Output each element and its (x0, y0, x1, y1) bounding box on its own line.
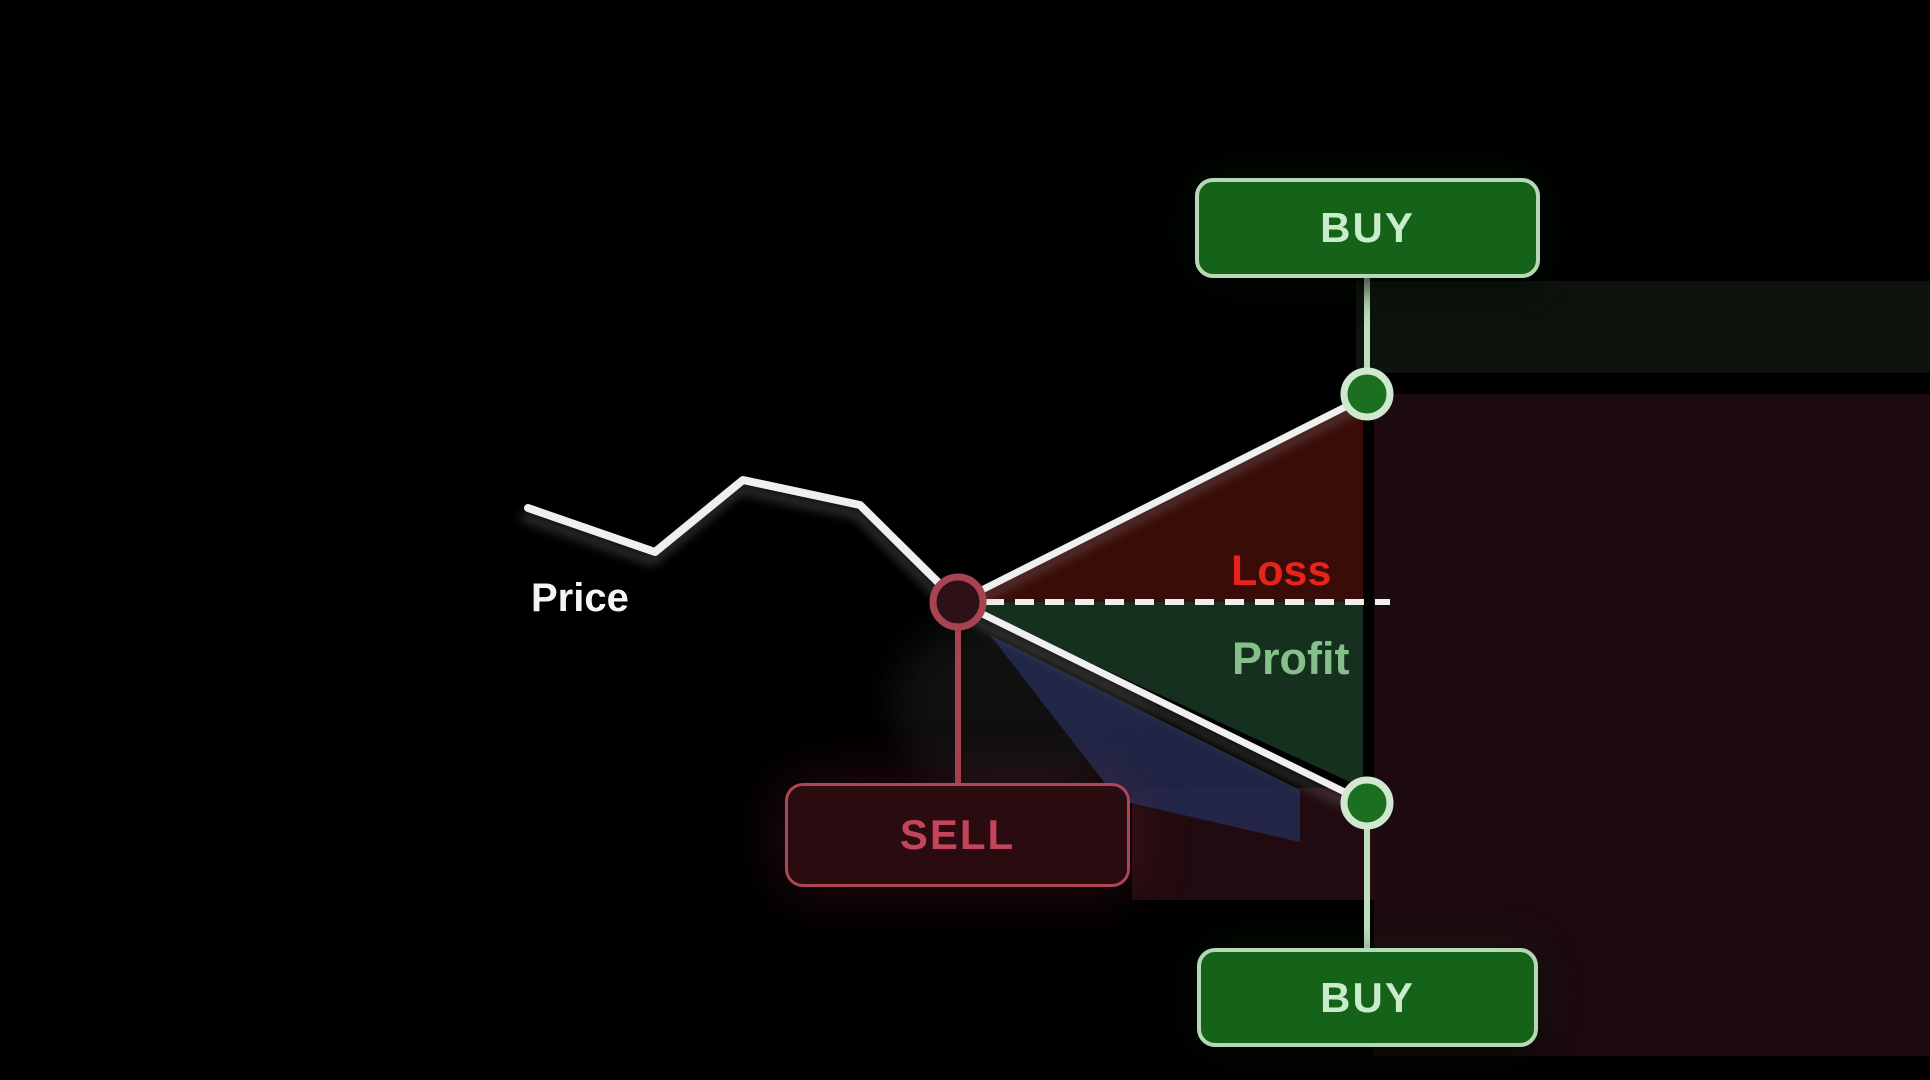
entry-line-down (954, 598, 1371, 807)
sell-button[interactable]: SELL (785, 783, 1130, 887)
buy-button-bottom[interactable]: BUY (1197, 948, 1538, 1047)
ambient-tint-green-band (1356, 281, 1930, 373)
shadow-zone (990, 635, 1300, 842)
price-line (524, 476, 962, 606)
buy-node-top (1340, 367, 1394, 421)
sell-node (929, 573, 987, 631)
price-label: Price (531, 576, 629, 620)
entry-line-up (954, 392, 1371, 606)
loss-label: Loss (1231, 547, 1332, 595)
buy-node-bottom (1340, 776, 1394, 830)
profit-label: Profit (1232, 633, 1350, 684)
buy-button-top[interactable]: BUY (1195, 178, 1540, 278)
ambient-tint-maroon-right (1374, 394, 1930, 1056)
